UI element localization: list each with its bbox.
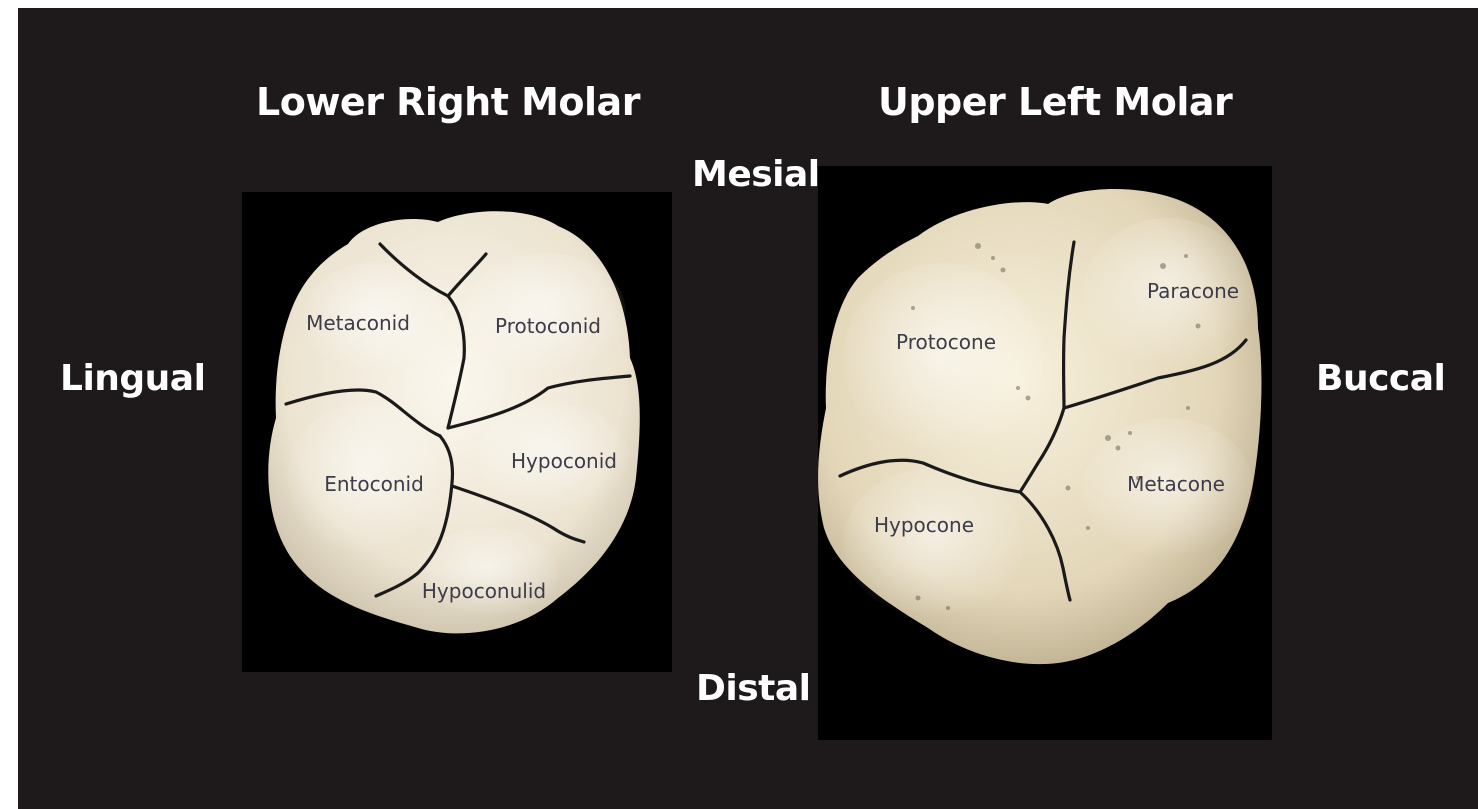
upper-left-molar: Paracone Protocone Metacone Hypocone: [818, 189, 1261, 664]
paracone-label: Paracone: [1147, 279, 1239, 303]
hypoconid-label: Hypoconid: [511, 449, 617, 473]
protocone-label: Protocone: [896, 330, 996, 354]
diagram-canvas: Lower Right Molar Upper Left Molar Mesia…: [18, 8, 1478, 809]
lower-right-molar: Metaconid Protoconid Entoconid Hypoconid…: [268, 211, 640, 633]
protoconid-label: Protoconid: [495, 314, 601, 338]
molar-illustrations: Metaconid Protoconid Entoconid Hypoconid…: [18, 8, 1478, 809]
metaconid-label: Metaconid: [306, 311, 410, 335]
protocone-highlight: [843, 263, 1043, 453]
hypocone-label: Hypocone: [874, 513, 974, 537]
entoconid-label: Entoconid: [324, 472, 424, 496]
protoconid-highlight: [466, 253, 626, 373]
metacone-label: Metacone: [1127, 472, 1225, 496]
hypocone-highlight: [843, 468, 1023, 618]
hypoconulid-label: Hypoconulid: [422, 579, 546, 603]
